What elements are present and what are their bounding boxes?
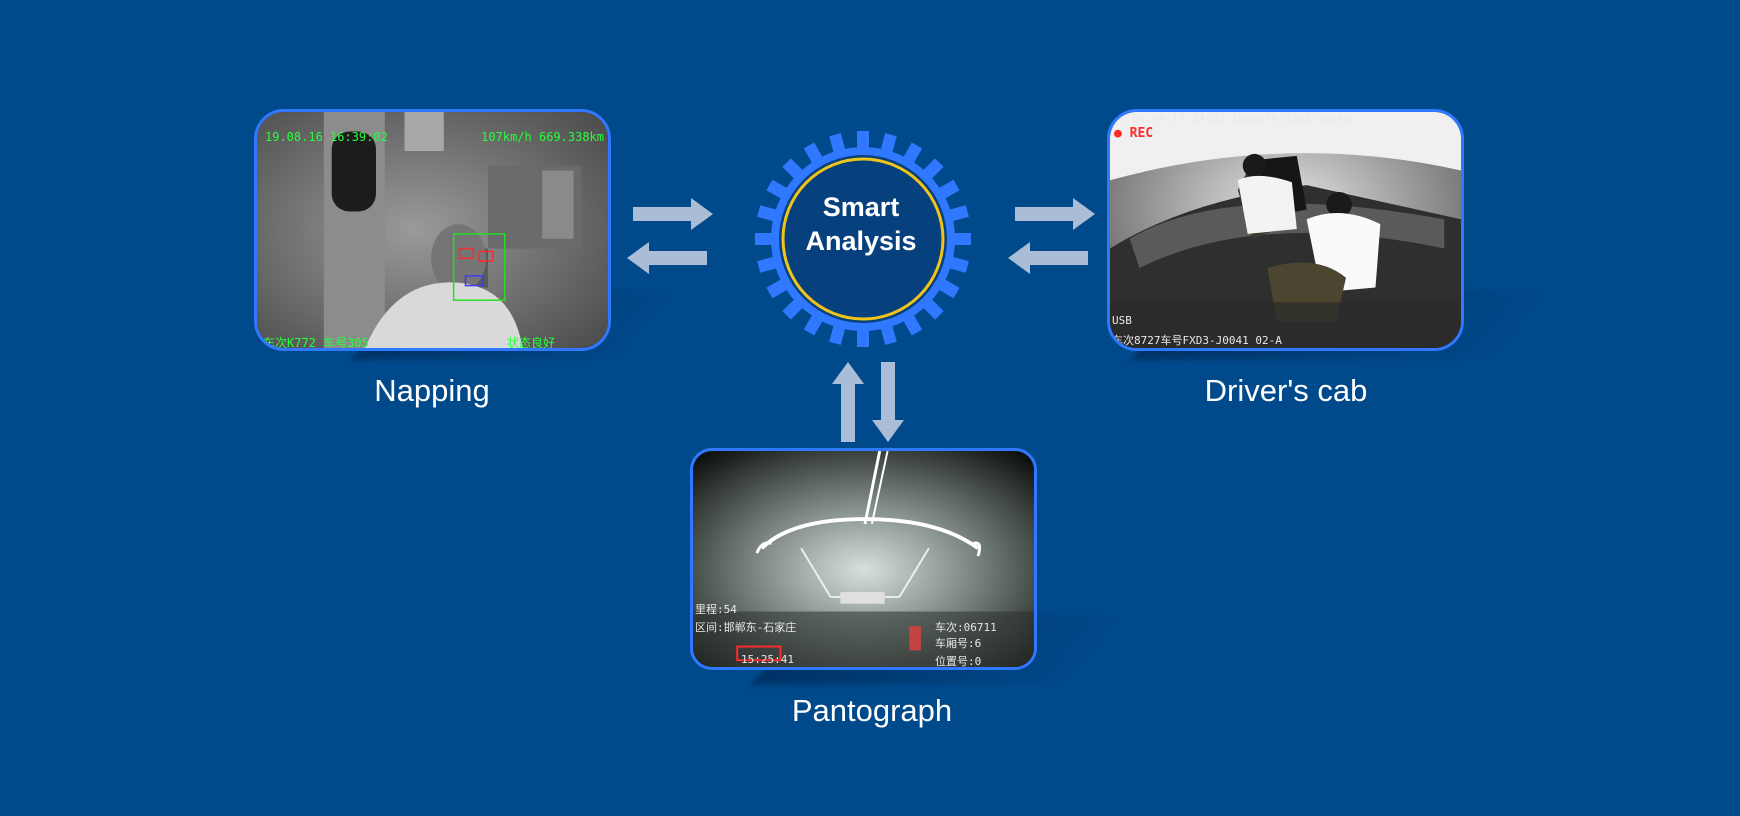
pantograph-image: 里程:54 区间:邯郸东-石家庄 车次:06711 车厢号:6 位置号:0 15… bbox=[690, 448, 1037, 670]
center-line1: Smart bbox=[822, 192, 900, 222]
arrow-right-left-top bbox=[633, 198, 713, 230]
pantograph-line1: 里程:54 bbox=[695, 603, 737, 616]
napping-datetime: 19.08.16 16:39:02 bbox=[265, 130, 388, 144]
arrow-right-cab-top bbox=[1015, 198, 1095, 230]
drivers-cab-caption: Driver's cab bbox=[1204, 373, 1368, 408]
napping-caption: Napping bbox=[374, 373, 490, 408]
arrow-left-left-bottom bbox=[627, 242, 707, 274]
pantograph-line2: 区间:邯郸东-石家庄 bbox=[695, 621, 797, 634]
napping-speed: 107km/h 669.338km bbox=[481, 130, 604, 144]
napping-train: 车次K772 车号305 bbox=[263, 336, 369, 350]
center-line2: Analysis bbox=[805, 226, 917, 256]
napping-status: 状态良好 bbox=[507, 336, 556, 350]
napping-image: 19.08.16 16:39:02 107km/h 669.338km 车次K7… bbox=[254, 109, 611, 351]
smart-analysis-label: Smart Analysis bbox=[726, 190, 996, 258]
cab-bottom-osd: 车次8727车号FXD3-J0041 02-A bbox=[1112, 334, 1282, 347]
pantograph-line5: 位置号:0 bbox=[935, 655, 982, 668]
arrow-down-pantograph bbox=[872, 362, 904, 442]
pantograph-time: 15:25:41 bbox=[741, 653, 794, 666]
pantograph-line3: 车次:06711 bbox=[935, 621, 997, 634]
drivers-cab-image: 30.06.04 17:34:33 156km/h 2103.468km ● R… bbox=[1107, 109, 1464, 351]
cab-top-osd: 30.06.04 17:34:33 156km/h 2103.468km bbox=[1112, 112, 1351, 125]
cab-rec-label: REC bbox=[1129, 126, 1154, 141]
pantograph-line4: 车厢号:6 bbox=[935, 637, 982, 650]
cab-usb: USB bbox=[1112, 314, 1132, 327]
arrow-up-pantograph bbox=[832, 362, 864, 442]
smart-analysis-gear bbox=[755, 131, 971, 347]
cab-rec: ● REC bbox=[1114, 126, 1154, 141]
arrow-left-cab-bottom bbox=[1008, 242, 1088, 274]
pantograph-caption: Pantograph bbox=[791, 693, 953, 728]
